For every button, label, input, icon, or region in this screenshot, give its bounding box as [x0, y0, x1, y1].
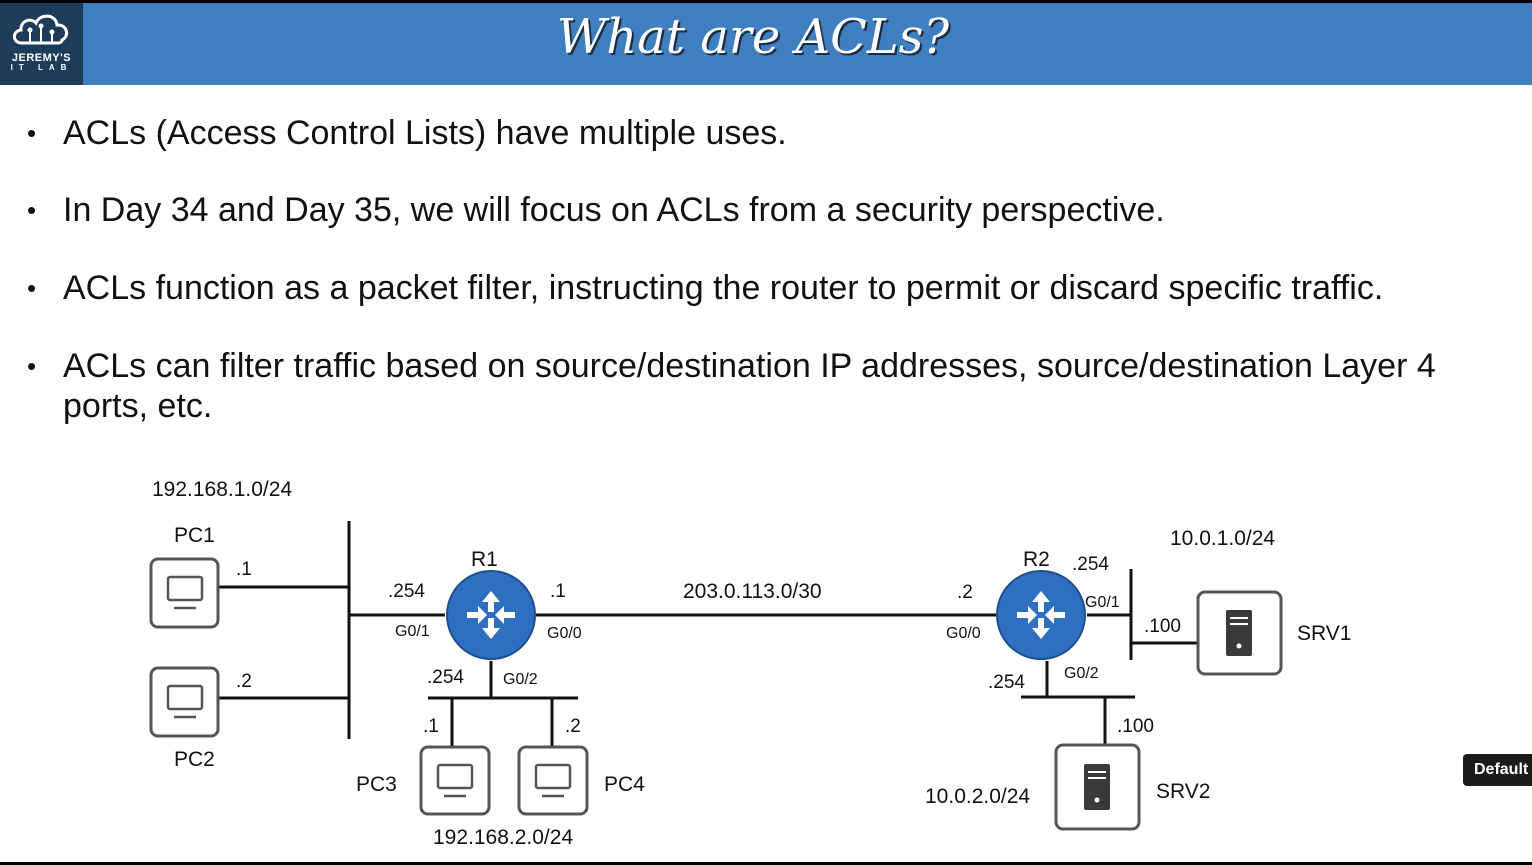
- iface-label-r1-g00: G0/0: [547, 625, 582, 642]
- router-icon: [446, 570, 536, 660]
- slide-header: JEREMY'S IT LAB What are ACLs?: [0, 3, 1532, 85]
- host-label-srv2: SRV2: [1156, 780, 1210, 803]
- bullet-dot: •: [27, 351, 37, 381]
- network-label-lan4: 10.0.2.0/24: [925, 785, 1030, 808]
- bullet-item: • ACLs can filter traffic based on sourc…: [27, 346, 1503, 426]
- router-label-r1: R1: [471, 548, 498, 571]
- ip-label-pc2: .2: [236, 671, 252, 692]
- pc-icon: [517, 745, 589, 816]
- jeremys-it-lab-logo: JEREMY'S IT LAB: [0, 3, 83, 85]
- iface-label-r1-g02: G0/2: [503, 671, 538, 688]
- bullet-item: • ACLs (Access Control Lists) have multi…: [27, 113, 1503, 153]
- network-label-lan1: 192.168.1.0/24: [152, 478, 292, 501]
- logo-text-line2: IT LAB: [10, 63, 73, 72]
- ip-label-pc1: .1: [236, 559, 252, 580]
- quality-badge-button[interactable]: Default: [1463, 754, 1532, 786]
- bullet-dot: •: [27, 195, 37, 225]
- ip-label-srv2: .100: [1117, 716, 1154, 737]
- ip-label-pc4: .2: [565, 716, 581, 737]
- bullet-dot: •: [27, 118, 37, 148]
- ip-label-r2-g01: .254: [1072, 554, 1109, 575]
- bullet-dot: •: [27, 273, 37, 303]
- slide-title: What are ACLs?: [556, 9, 950, 65]
- server-icon: [1196, 590, 1283, 676]
- top-frame-border: [0, 0, 1532, 3]
- bullet-text: ACLs can filter traffic based on source/…: [63, 347, 1436, 425]
- iface-label-r2-g00: G0/0: [946, 625, 981, 642]
- network-label-wan: 203.0.113.0/30: [683, 580, 822, 603]
- host-label-pc2: PC2: [174, 748, 215, 771]
- router-label-r2: R2: [1023, 548, 1050, 571]
- pc-icon: [149, 666, 220, 738]
- ip-label-pc3: .1: [423, 716, 439, 737]
- bullet-text: In Day 34 and Day 35, we will focus on A…: [63, 191, 1165, 229]
- iface-label-r1-g01: G0/1: [395, 623, 430, 640]
- pc-icon: [149, 557, 220, 629]
- bullet-text: ACLs (Access Control Lists) have multipl…: [63, 114, 787, 152]
- iface-label-r2-g02: G0/2: [1064, 665, 1099, 682]
- router-icon: [996, 570, 1086, 660]
- network-links: [219, 521, 1197, 746]
- bottom-frame-border: [0, 862, 1532, 865]
- network-label-lan2: 192.168.2.0/24: [433, 826, 573, 849]
- cloud-circuit-icon: [12, 14, 69, 45]
- ip-label-r1-g00: .1: [550, 581, 566, 602]
- bullet-item: • ACLs function as a packet filter, inst…: [27, 268, 1503, 308]
- host-label-pc1: PC1: [174, 524, 215, 547]
- host-label-pc3: PC3: [356, 773, 397, 796]
- network-label-lan3: 10.0.1.0/24: [1170, 527, 1275, 550]
- bullet-text: ACLs function as a packet filter, instru…: [63, 269, 1384, 307]
- server-icon: [1054, 743, 1141, 831]
- bullet-item: • In Day 34 and Day 35, we will focus on…: [27, 190, 1503, 230]
- host-label-srv1: SRV1: [1297, 622, 1351, 645]
- ip-label-r2-g00: .2: [957, 582, 973, 603]
- iface-label-r2-g01: G0/1: [1085, 594, 1120, 611]
- pc-icon: [419, 745, 491, 816]
- host-label-pc4: PC4: [604, 773, 645, 796]
- ip-label-r2-g02: .254: [988, 672, 1025, 693]
- logo-text-line1: JEREMY'S: [11, 52, 72, 64]
- ip-label-r1-g02: .254: [427, 667, 464, 688]
- ip-label-r1-g01: .254: [388, 581, 425, 602]
- ip-label-srv1: .100: [1144, 616, 1181, 637]
